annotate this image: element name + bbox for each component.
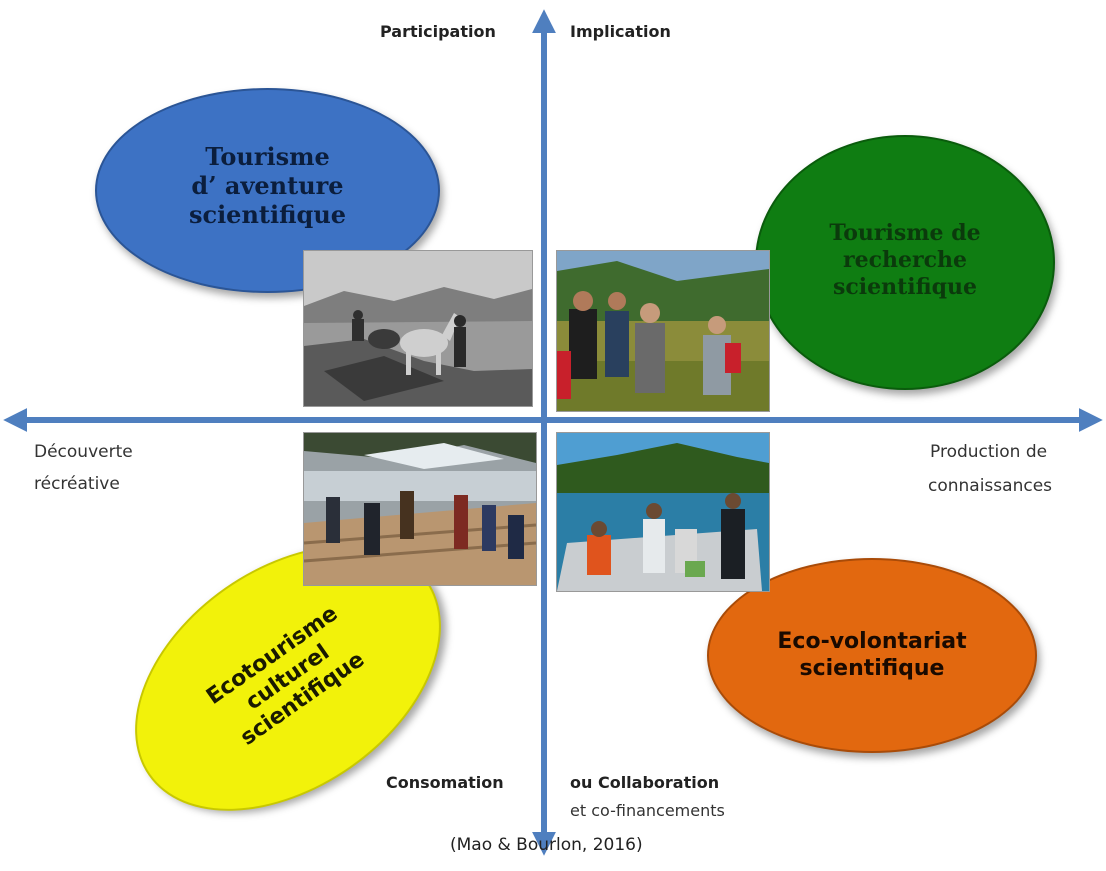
ellipse-tourisme-aventure: Tourisme d’ aventure scientifique <box>95 88 440 293</box>
photo-glacier-viewpoint <box>303 432 537 586</box>
axis-label-implication: Implication <box>570 22 671 41</box>
photo-research-group <box>556 250 770 412</box>
label-ecotourisme: Ecotourisme culturel scientifique <box>201 600 370 752</box>
axis-label-connaissances: connaissances <box>928 476 1053 496</box>
photo-boat-volunteers <box>556 432 770 592</box>
label-tourisme-recherche: Tourisme de recherche scientifique <box>829 220 981 300</box>
citation: (Mao & Bourlon, 2016) <box>450 835 643 855</box>
axis-label-participation: Participation <box>380 22 496 41</box>
ellipse-tourisme-recherche: Tourisme de recherche scientifique <box>755 135 1055 390</box>
axis-label-collaboration: ou Collaboration <box>570 773 720 792</box>
label-tourisme-aventure: Tourisme d’ aventure scientifique <box>188 141 347 230</box>
axis-label-decouverte: Découverte <box>34 442 133 462</box>
label-eco-volontariat: Eco-volontariat scientifique <box>777 628 967 681</box>
photo-horseback-expedition <box>303 250 533 407</box>
axis-label-production: Production de <box>930 442 1048 462</box>
axis-label-cofinancements: et co-financements <box>570 801 725 820</box>
axis-label-consomation: Consomation <box>386 773 504 792</box>
axis-label-recreative: récréative <box>34 474 120 494</box>
